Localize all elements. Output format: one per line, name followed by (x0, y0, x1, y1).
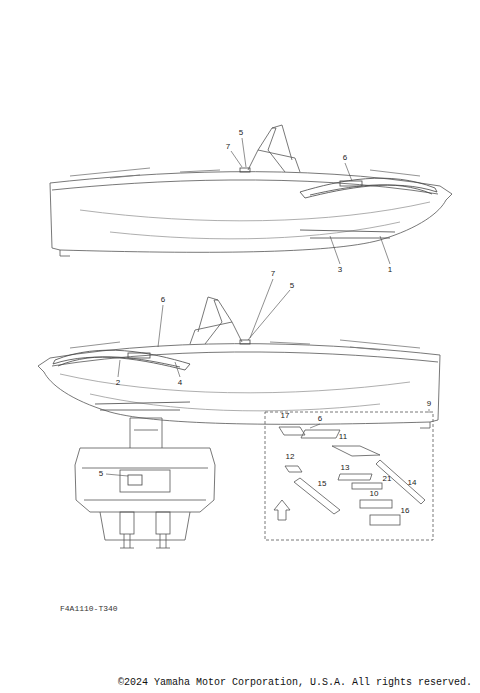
callout-number: 10 (370, 490, 379, 498)
callout-number: 5 (290, 282, 294, 290)
drawing-code: F4A1110-T340 (60, 605, 118, 613)
callout-number: 1 (388, 266, 392, 274)
copyright-note: ©2024 Yamaha Motor Corporation, U.S.A. A… (118, 678, 472, 688)
callout-number: 14 (408, 479, 417, 487)
callout-number: 2 (116, 379, 120, 387)
callout-number: 17 (281, 412, 290, 420)
callout-number: 13 (341, 464, 350, 472)
callout-number: 6 (343, 154, 347, 162)
callout-number: 3 (338, 266, 342, 274)
callout-number: 16 (401, 507, 410, 515)
callout-number: 9 (427, 400, 431, 408)
callout-number: 6 (318, 415, 322, 423)
callout-number: 15 (318, 480, 327, 488)
callout-number: 6 (161, 296, 165, 304)
callout-number: 11 (339, 433, 347, 441)
callout-number: 5 (239, 129, 243, 137)
callout-number: 21 (383, 475, 392, 483)
callout-number: 12 (286, 453, 295, 461)
callout-number: 7 (271, 270, 275, 278)
callout-number: 5 (99, 470, 103, 478)
callout-number: 4 (178, 379, 182, 387)
callout-number: 7 (226, 143, 230, 151)
